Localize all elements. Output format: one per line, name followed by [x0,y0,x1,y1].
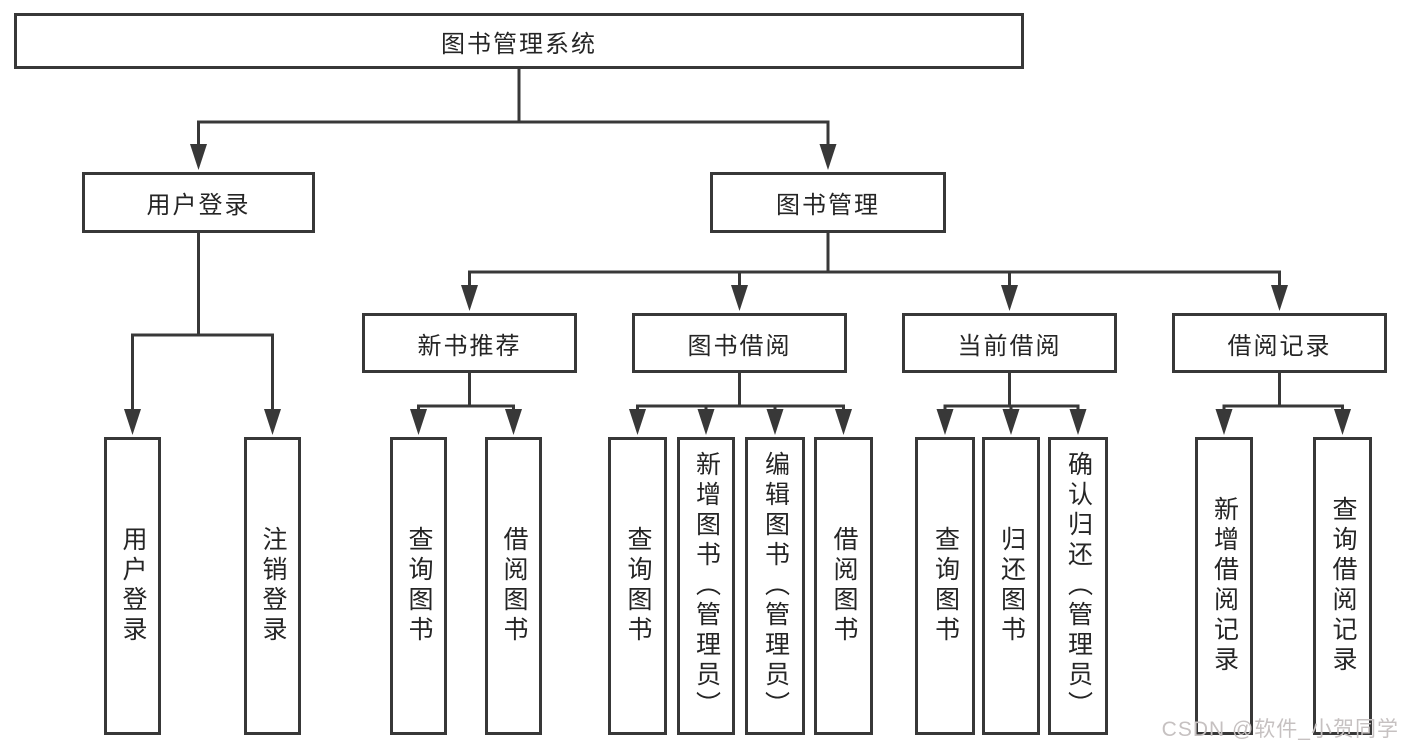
arrowhead-icon [697,409,715,435]
arrowhead-icon [1334,409,1351,435]
node-user-login: 用户登录 [82,172,315,233]
arrowhead-icon [1001,285,1018,311]
arrowhead-icon [190,144,207,170]
node-logout-action-label: 注销登录 [259,526,287,646]
node-confirm-return-admin-label: 确认归还（管理员） [1064,451,1093,721]
node-add-books-admin-label: 新增图书（管理员） [692,451,721,721]
node-return-books-label: 归还图书 [997,526,1026,646]
node-query-books-current: 查询图书 [915,437,975,735]
connector-borrowing-children [636,373,845,414]
node-add-books-admin: 新增图书（管理员） [677,437,735,735]
arrowhead-icon [124,409,141,435]
node-current-borrowing: 当前借阅 [902,313,1117,373]
connector-root-to-level2 [197,69,830,150]
arrowhead-icon [461,285,478,311]
node-current-borrowing-label: 当前借阅 [957,332,1062,360]
arrowheads [124,144,1351,435]
node-root: 图书管理系统 [14,13,1024,69]
node-query-books-borrowing: 查询图书 [608,437,667,735]
node-query-books-recommend: 查询图书 [390,437,447,735]
node-book-borrowing: 图书借阅 [632,313,847,373]
node-query-books-borrowing-label: 查询图书 [624,526,652,646]
arrowhead-icon [766,409,784,435]
node-query-books-current-label: 查询图书 [931,526,960,646]
connector-current-children [943,373,1080,414]
node-borrowing-records-label: 借阅记录 [1227,332,1332,360]
connector-bookmgmt-to-level3 [468,233,1281,292]
node-query-borrow-record: 查询借阅记录 [1313,437,1372,735]
arrowhead-icon [264,409,281,435]
arrowhead-icon [629,409,646,435]
arrowhead-icon [1069,409,1087,435]
arrowhead-icon [819,144,837,170]
arrowhead-icon [505,409,522,435]
node-borrowing-records: 借阅记录 [1172,313,1387,373]
node-new-book-recommend: 新书推荐 [362,313,577,373]
node-borrow-books-borrowing-label: 借阅图书 [830,526,858,646]
node-book-borrowing-label: 图书借阅 [687,332,792,360]
arrowhead-icon [1271,285,1288,311]
node-user-login-label: 用户登录 [146,192,251,219]
node-add-borrow-record: 新增借阅记录 [1195,437,1253,735]
connector-newbook-children [417,373,515,414]
node-edit-books-admin: 编辑图书（管理员） [745,437,805,735]
arrowhead-icon [835,409,852,435]
node-logout-action: 注销登录 [244,437,301,735]
node-root-label: 图书管理系统 [441,30,597,58]
arrowhead-icon [1002,409,1020,435]
node-book-management-label: 图书管理 [776,192,880,219]
connector-userlogin-children [131,233,274,417]
node-borrow-books-borrowing: 借阅图书 [814,437,873,735]
arrowhead-icon [936,409,954,435]
node-borrow-books-recommend: 借阅图书 [485,437,542,735]
node-borrow-books-recommend-label: 借阅图书 [500,526,528,646]
connector-records-children [1222,373,1344,414]
node-new-book-recommend-label: 新书推荐 [417,332,522,360]
node-edit-books-admin-label: 编辑图书（管理员） [761,451,790,721]
node-book-management: 图书管理 [710,172,946,233]
node-user-login-action-label: 用户登录 [119,526,147,646]
node-query-borrow-record-label: 查询借阅记录 [1329,496,1357,676]
node-user-login-action: 用户登录 [104,437,161,735]
arrowhead-icon [1215,409,1233,435]
node-confirm-return-admin: 确认归还（管理员） [1048,437,1108,735]
arrowhead-icon [410,409,427,435]
node-add-borrow-record-label: 新增借阅记录 [1210,496,1239,676]
arrowhead-icon [731,285,748,311]
node-query-books-recommend-label: 查询图书 [405,526,433,646]
node-return-books: 归还图书 [982,437,1040,735]
